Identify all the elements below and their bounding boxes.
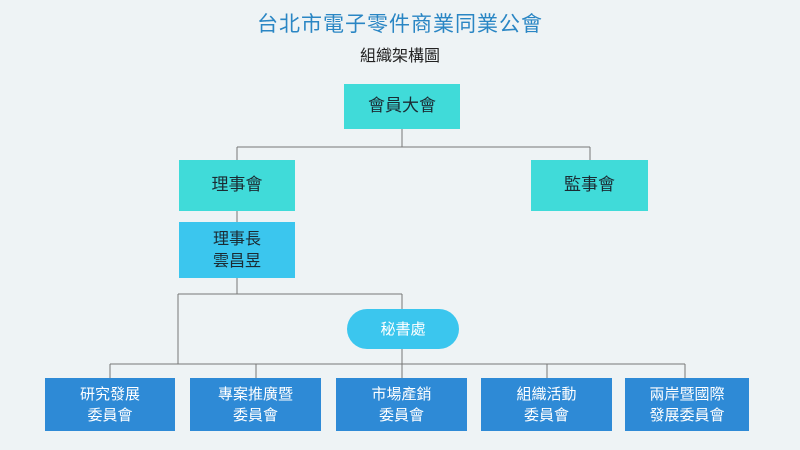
general-assembly-label: 會員大會 — [368, 96, 436, 117]
committee-label-line2: 委員會 — [378, 405, 424, 424]
committee-label-line2: 發展委員會 — [649, 405, 725, 424]
board-of-supervisors-box: 監事會 — [531, 160, 648, 211]
board-of-directors-label: 理事會 — [211, 175, 263, 196]
committee-label-line1: 兩岸暨國際 — [649, 385, 725, 404]
committee-box-marketing: 市場產銷 委員會 — [336, 378, 467, 431]
secretariat-label: 秘書處 — [380, 319, 426, 338]
committee-label-line2: 委員會 — [87, 405, 133, 424]
chart-subtitle: 組織架構圖 — [359, 46, 440, 65]
committee-box-promotion: 專案推廣暨 委員會 — [190, 378, 321, 431]
committee-label-line1: 專案推廣暨 — [217, 385, 293, 404]
committee-label-line1: 組織活動 — [516, 385, 577, 404]
committee-label-line1: 研究發展 — [79, 385, 140, 404]
chairman-name: 雲昌昱 — [212, 251, 261, 270]
secretariat-box: 秘書處 — [347, 309, 459, 349]
chairman-box: 理事長 雲昌昱 — [179, 222, 295, 278]
general-assembly-box: 會員大會 — [344, 84, 460, 129]
committee-label-line1: 市場產銷 — [371, 385, 432, 404]
chart-title: 台北市電子零件商業同業公會 — [257, 12, 543, 36]
board-of-supervisors-label: 監事會 — [564, 175, 615, 196]
committee-label-line2: 委員會 — [232, 405, 278, 424]
committee-label-line2: 委員會 — [523, 405, 569, 424]
chairman-title: 理事長 — [212, 229, 261, 249]
committee-box-research: 研究發展 委員會 — [45, 378, 175, 431]
board-of-directors-box: 理事會 — [179, 160, 295, 211]
committee-box-cross-strait: 兩岸暨國際 發展委員會 — [625, 378, 749, 431]
committee-box-organization: 組織活動 委員會 — [481, 378, 612, 431]
